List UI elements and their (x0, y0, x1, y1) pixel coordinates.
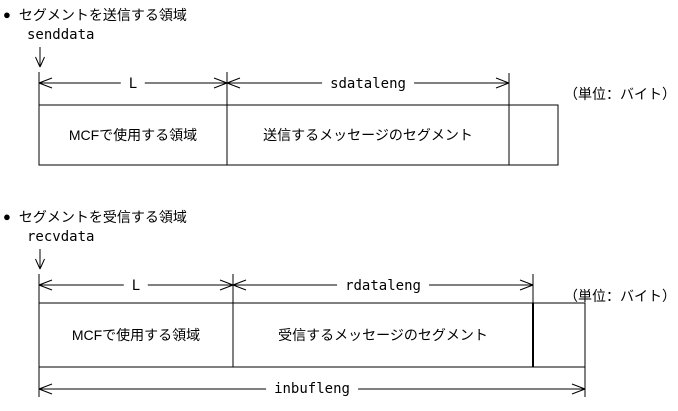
send-section-title: セグメントを送信する領域 (18, 7, 187, 23)
send-cell-message-segment: 送信するメッセージのセグメント (263, 127, 473, 143)
recvdata-pointer-label: recvdata (27, 229, 95, 245)
recv-section-title: セグメントを受信する領域 (18, 209, 187, 225)
recv-cell-mcf-area: MCFで使用する領域 (71, 327, 201, 343)
senddata-pointer-label: senddata (27, 27, 95, 43)
send-buffer-box (38, 104, 559, 166)
inbufleng-dim-label: inbufleng (266, 381, 358, 397)
recv-bullet-icon: ● (3, 209, 11, 224)
recv-cell-message-segment: 受信するメッセージのセグメント (278, 327, 488, 343)
recv-dimension-lines (38, 274, 534, 367)
recvdata-down-arrow-icon (35, 249, 45, 270)
send-bullet-icon: ● (3, 7, 11, 22)
recv-unit-label: （単位：バイト） (564, 288, 676, 304)
send-dim-label-sdataleng: sdataleng (322, 76, 414, 92)
recv-section-header: ● セグメントを受信する領域 (3, 207, 187, 227)
recv-buffer-box (38, 302, 586, 368)
senddata-down-arrow-icon (35, 47, 45, 68)
recv-dim-label-l: L (123, 278, 149, 294)
send-dimension-lines (38, 72, 510, 165)
send-section-header: ● セグメントを送信する領域 (3, 5, 187, 25)
recv-dim-label-rdataleng: rdataleng (337, 278, 429, 294)
send-cell-mcf-area: MCFで使用する領域 (68, 127, 198, 143)
send-dim-label-l: L (120, 76, 146, 92)
send-unit-label: （単位：バイト） (564, 86, 676, 102)
